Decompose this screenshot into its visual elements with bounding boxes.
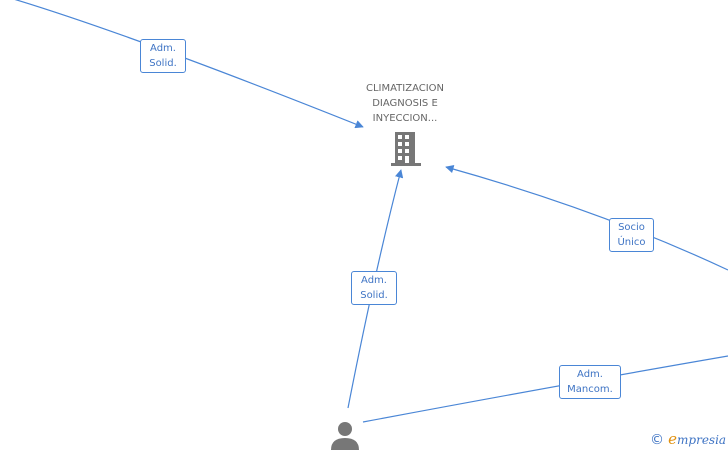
- edge-person-right[interactable]: [362, 355, 728, 423]
- copyright-symbol: ©: [650, 432, 664, 448]
- edge-right-socio[interactable]: [445, 164, 728, 271]
- edge-label-adm-mancom[interactable]: Adm. Mancom.: [559, 365, 621, 399]
- building-icon[interactable]: [390, 132, 422, 170]
- edge-label-adm-solid-top[interactable]: Adm. Solid.: [140, 39, 186, 73]
- brand-logo-text: mpresia: [677, 433, 727, 447]
- edge-label-adm-solid-person[interactable]: Adm. Solid.: [351, 271, 397, 305]
- company-name[interactable]: CLIMATIZACION DIAGNOSIS E INYECCION...: [365, 83, 445, 124]
- brand-logo-initial: e: [668, 430, 678, 448]
- brand-watermark: © empresia: [650, 430, 726, 448]
- person-icon[interactable]: [330, 420, 360, 450]
- edge-label-socio-unico[interactable]: Socio Único: [609, 218, 654, 252]
